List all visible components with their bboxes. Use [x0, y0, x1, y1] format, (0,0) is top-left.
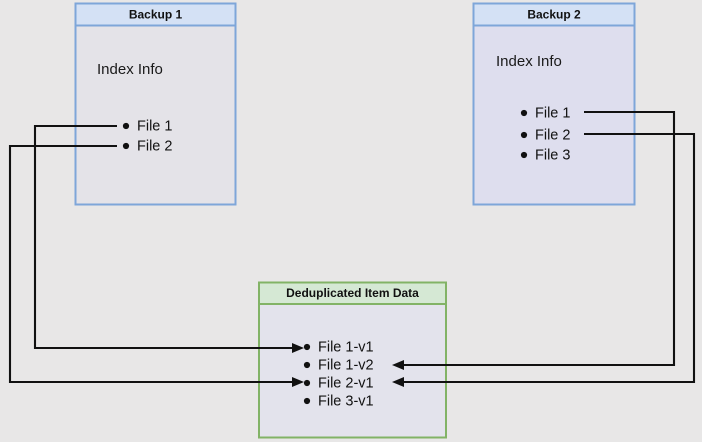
bullet-icon	[520, 109, 528, 117]
backup1-body	[74, 2, 237, 206]
backup1-title: Backup 1	[129, 8, 183, 22]
dedup-body	[258, 281, 447, 439]
bullet-icon	[303, 343, 311, 351]
dedup-item-label: File 1-v2	[318, 357, 374, 373]
dedup-title: Deduplicated Item Data	[286, 286, 419, 300]
backup2-title: Backup 2	[527, 8, 581, 22]
arrow-head-icon	[292, 343, 304, 353]
backup1-header	[74, 2, 237, 27]
backup2-index-info-label: Index Info	[496, 53, 562, 70]
backup2-item-label: File 2	[535, 127, 570, 143]
bullet-icon	[303, 397, 311, 405]
dedup-item-file3-v1[interactable]: File 3-v1	[303, 393, 374, 409]
dedup-item-label: File 1-v1	[318, 339, 374, 355]
connector-backup2-file2-to-file2v1	[392, 132, 696, 387]
backup2-item-file3[interactable]: File 3	[520, 147, 571, 163]
backup1-item-file2[interactable]: File 2	[122, 138, 173, 154]
bullet-icon	[303, 361, 311, 369]
backup1-item-file1[interactable]: File 1	[122, 118, 173, 134]
backup1-item-label: File 1	[137, 118, 172, 134]
backup1-index-info-label: Index Info	[97, 61, 163, 78]
backup1-box[interactable]: Backup 1 Index Info File 1 File 2	[74, 2, 237, 206]
bullet-icon	[122, 122, 130, 130]
connector-backup1-file1-to-file1v1	[33, 124, 304, 353]
dedup-box[interactable]: Deduplicated Item Data File 1-v1 File 1-…	[258, 281, 447, 439]
bullet-icon	[520, 151, 528, 159]
arrow-head-icon	[292, 377, 304, 387]
backup2-item-label: File 1	[535, 105, 570, 121]
bullet-icon	[520, 131, 528, 139]
bullet-icon	[122, 142, 130, 150]
backup2-box[interactable]: Backup 2 Index Info File 1 File 2 File 3	[472, 2, 636, 206]
dedup-item-label: File 2-v1	[318, 375, 374, 391]
connector-backup2-file1-to-file1v2	[392, 110, 676, 370]
dedup-item-file2-v1[interactable]: File 2-v1	[303, 375, 374, 391]
dedup-item-label: File 3-v1	[318, 393, 374, 409]
dedup-header	[258, 281, 447, 305]
backup1-item-label: File 2	[137, 138, 172, 154]
backup2-item-label: File 3	[535, 147, 570, 163]
backup2-item-file2[interactable]: File 2	[520, 127, 571, 143]
dedup-item-file1-v2[interactable]: File 1-v2	[303, 357, 374, 373]
arrow-head-icon	[392, 360, 404, 370]
backup2-header	[472, 2, 636, 27]
bullet-icon	[303, 379, 311, 387]
backup2-body	[472, 2, 636, 206]
arrow-head-icon	[392, 377, 404, 387]
connector-backup1-file2-to-file2v1	[8, 144, 304, 387]
backup2-item-file1[interactable]: File 1	[520, 105, 571, 121]
dedup-item-file1-v1[interactable]: File 1-v1	[303, 339, 374, 355]
